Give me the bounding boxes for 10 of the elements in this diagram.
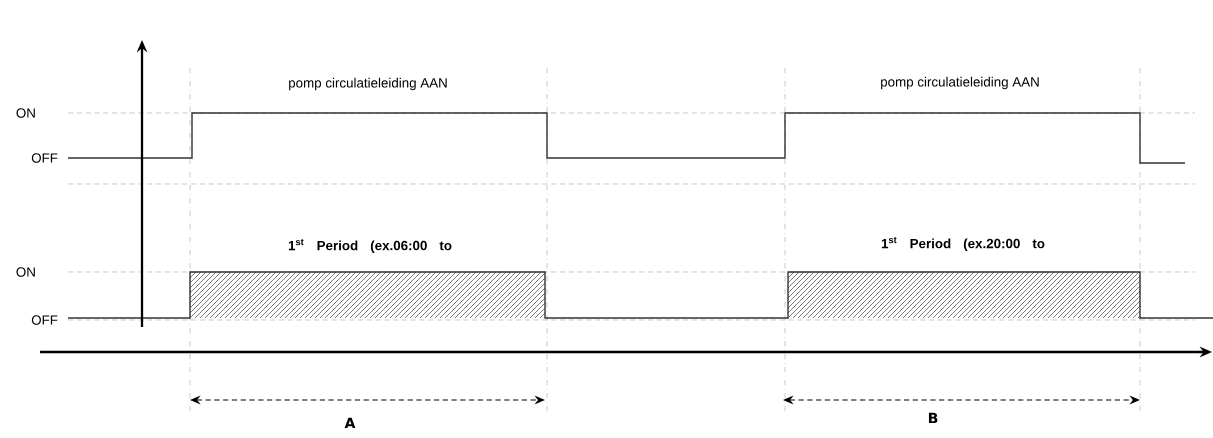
period-label: 1$^{st}$ Period (ex.06:00 to: [288, 239, 452, 253]
period-label: 1$^{st}$ Period (ex.20:00 to: [881, 237, 1045, 251]
signal-label: pomp circulatieleiding AAN: [881, 76, 1039, 90]
axis-label: ON: [16, 108, 35, 118]
axis-label: ON: [16, 267, 35, 277]
dimension-label: A: [344, 417, 356, 429]
dimension-label: B: [928, 412, 938, 424]
signal-label: pomp circulatieleiding AAN: [289, 77, 447, 91]
axis-label: OFF: [31, 153, 58, 163]
axis-label: OFF: [31, 315, 58, 325]
